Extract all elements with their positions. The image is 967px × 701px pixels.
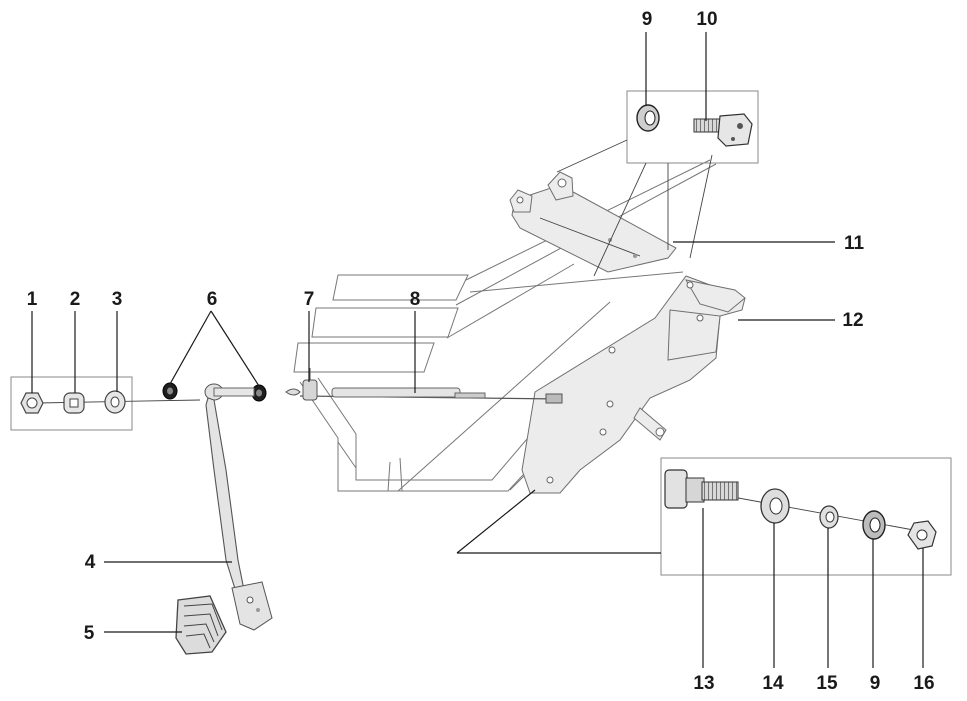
callout-12: 12 xyxy=(842,310,863,331)
callout-16: 16 xyxy=(913,673,934,694)
bushing-6-left xyxy=(162,382,178,400)
callout-labels: 1 2 3 4 5 6 7 8 9 10 11 12 13 14 15 9 16 xyxy=(27,9,935,694)
upper-bracket xyxy=(509,171,677,273)
pedal-lever xyxy=(204,383,273,631)
callout-3: 3 xyxy=(112,289,123,310)
leader-lines xyxy=(31,32,924,668)
fastener-box-top xyxy=(556,90,759,277)
callout-6: 6 xyxy=(207,289,218,310)
callout-13: 13 xyxy=(693,673,714,694)
washer-14 xyxy=(760,488,790,524)
callout-14: 14 xyxy=(762,673,784,694)
bolt-13 xyxy=(664,469,739,509)
floor-panel-outline xyxy=(293,159,717,492)
callout-10: 10 xyxy=(696,9,717,30)
spring-washer-9-bottom xyxy=(862,510,886,540)
hex-nut-1 xyxy=(20,392,44,414)
callout-9-top: 9 xyxy=(642,9,653,30)
clutch-cable xyxy=(285,387,563,404)
cable-end-clip xyxy=(302,368,318,401)
callout-2: 2 xyxy=(70,289,81,310)
callout-5: 5 xyxy=(84,623,95,644)
callout-8: 8 xyxy=(410,289,421,310)
lower-bracket xyxy=(521,275,746,494)
callout-15: 15 xyxy=(816,673,838,694)
spring-washer-9-top xyxy=(636,104,660,132)
hex-nut-16 xyxy=(907,520,937,550)
bushing-6-right xyxy=(251,384,267,402)
callout-11: 11 xyxy=(844,233,865,254)
callout-9-bottom: 9 xyxy=(870,673,881,694)
washer-2 xyxy=(63,392,85,414)
callout-7: 7 xyxy=(304,289,315,310)
bolt-10 xyxy=(693,113,753,147)
callout-4: 4 xyxy=(85,552,96,573)
pedal-pad xyxy=(175,595,227,655)
callout-1: 1 xyxy=(27,289,38,310)
washer-3 xyxy=(104,390,126,414)
washer-15 xyxy=(819,505,839,529)
